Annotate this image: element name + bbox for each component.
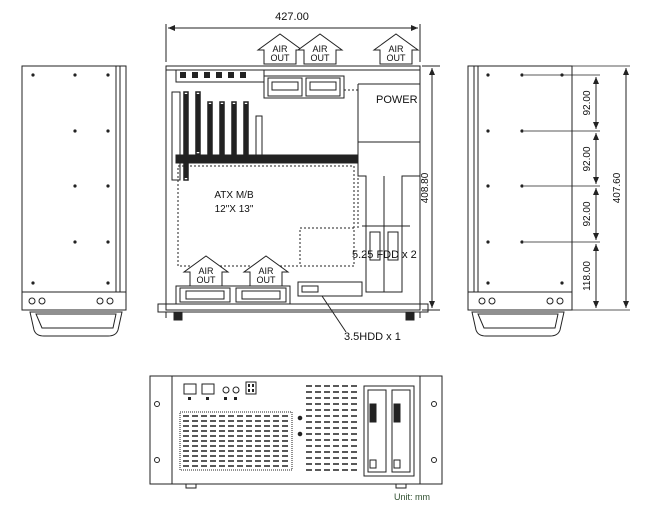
bay-1-dimension-label: 92.00 (582, 90, 593, 115)
bay-3-dimension-label: 92.00 (582, 201, 593, 226)
bay-2-dimension-label: 92.00 (582, 146, 593, 171)
left-side-view (21, 65, 127, 337)
air-out-label-3b: OUT (387, 53, 407, 63)
front-grille-left (183, 415, 290, 467)
power-label: POWER (376, 94, 418, 106)
air-out-label-2a: AIR (312, 44, 328, 54)
hdd-label: 3.5HDD x 1 (344, 331, 401, 343)
width-dimension-label: 427.00 (275, 11, 309, 23)
bottom-section-dimension-label: 118.00 (582, 261, 593, 291)
air-out-label-2b: OUT (311, 53, 331, 63)
fdd-label: 5.25 FDD x 2 (352, 249, 417, 261)
top-view (157, 24, 440, 333)
air-out-label-4b: OUT (197, 275, 217, 285)
air-out-label-5a: AIR (258, 266, 274, 276)
unit-label: Unit: mm (394, 492, 430, 502)
front-view (149, 375, 443, 489)
side-height-dimension-label: 407.60 (612, 172, 623, 203)
air-out-arrow-1 (256, 33, 304, 65)
motherboard-label-line1: ATX M/B (214, 190, 254, 201)
air-out-label-1a: AIR (272, 44, 288, 54)
air-out-label-3a: AIR (388, 44, 404, 54)
air-out-arrow-2 (296, 33, 344, 65)
depth-dimension-label: 408.80 (420, 172, 431, 203)
air-out-label-4a: AIR (198, 266, 214, 276)
air-out-arrow-3 (372, 33, 420, 65)
front-grille-right (306, 385, 358, 471)
motherboard-label-line2: 12"X 13" (215, 204, 254, 215)
air-out-label-1b: OUT (271, 53, 291, 63)
air-out-arrow-5 (242, 255, 290, 287)
right-side-view (467, 65, 630, 337)
air-out-arrow-4 (182, 255, 230, 287)
air-out-label-5b: OUT (257, 275, 277, 285)
